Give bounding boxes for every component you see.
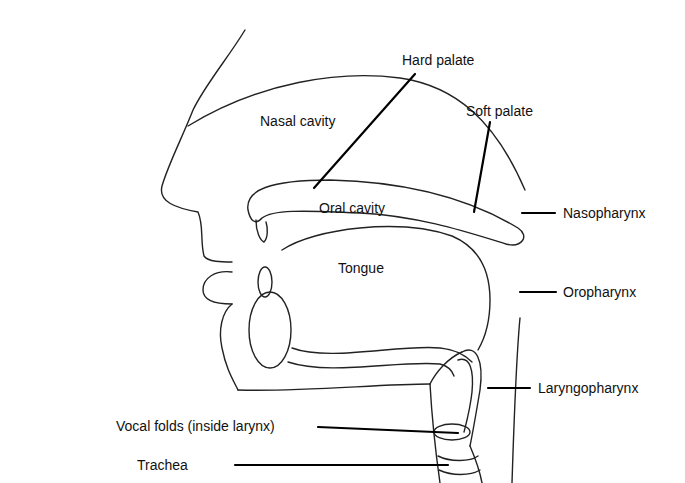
part-label: Oropharynx [563,284,636,300]
part-label: Nasopharynx [563,205,646,221]
upper-tooth [256,220,267,242]
mouth-floor-lower [288,362,454,376]
face-profile [161,30,245,262]
mouth-floor [292,347,472,362]
part-label: Tongue [338,260,384,276]
larynx-front [430,352,462,384]
neck-front [238,384,430,390]
epiglottis-inner [458,359,472,432]
part-label: Oral cavity [319,200,385,216]
leader-line [522,212,555,214]
pharynx-wall [512,318,520,483]
nasal-cavity-roof [188,76,525,190]
leader-line [520,291,556,293]
trachea-ring [438,456,478,461]
larynx-back [470,446,482,483]
mandible [249,292,291,368]
leader-line [318,427,458,433]
leader-line [474,122,490,212]
tongue-dorsum [282,227,490,350]
part-label: Nasal cavity [260,113,335,129]
palate [248,180,524,245]
part-label: Hard palate [402,52,474,68]
leader-line [488,387,530,389]
part-label: Vocal folds (inside larynx) [116,418,275,434]
part-label: Soft palate [466,103,533,119]
lips [203,272,232,304]
leader-line [235,464,448,466]
part-label: Trachea [137,457,188,473]
part-label: Laryngopharynx [538,380,638,396]
chin [220,304,238,390]
trachea-ring [439,470,480,475]
leader-line [314,74,415,188]
